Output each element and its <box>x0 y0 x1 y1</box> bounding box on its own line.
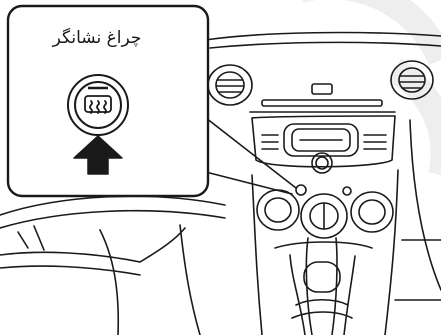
left-air-vent <box>208 65 252 105</box>
defroster-button-indicator[interactable] <box>296 185 306 195</box>
center-top-slots <box>250 84 395 112</box>
small-button <box>343 187 351 195</box>
climate-knobs <box>257 190 393 238</box>
dashboard-outline <box>205 33 441 48</box>
center-console <box>252 116 395 173</box>
steering-wheel <box>0 196 225 335</box>
indicator-light-label: چراغ نشانگر <box>22 28 172 48</box>
callout-pointer <box>198 118 296 194</box>
